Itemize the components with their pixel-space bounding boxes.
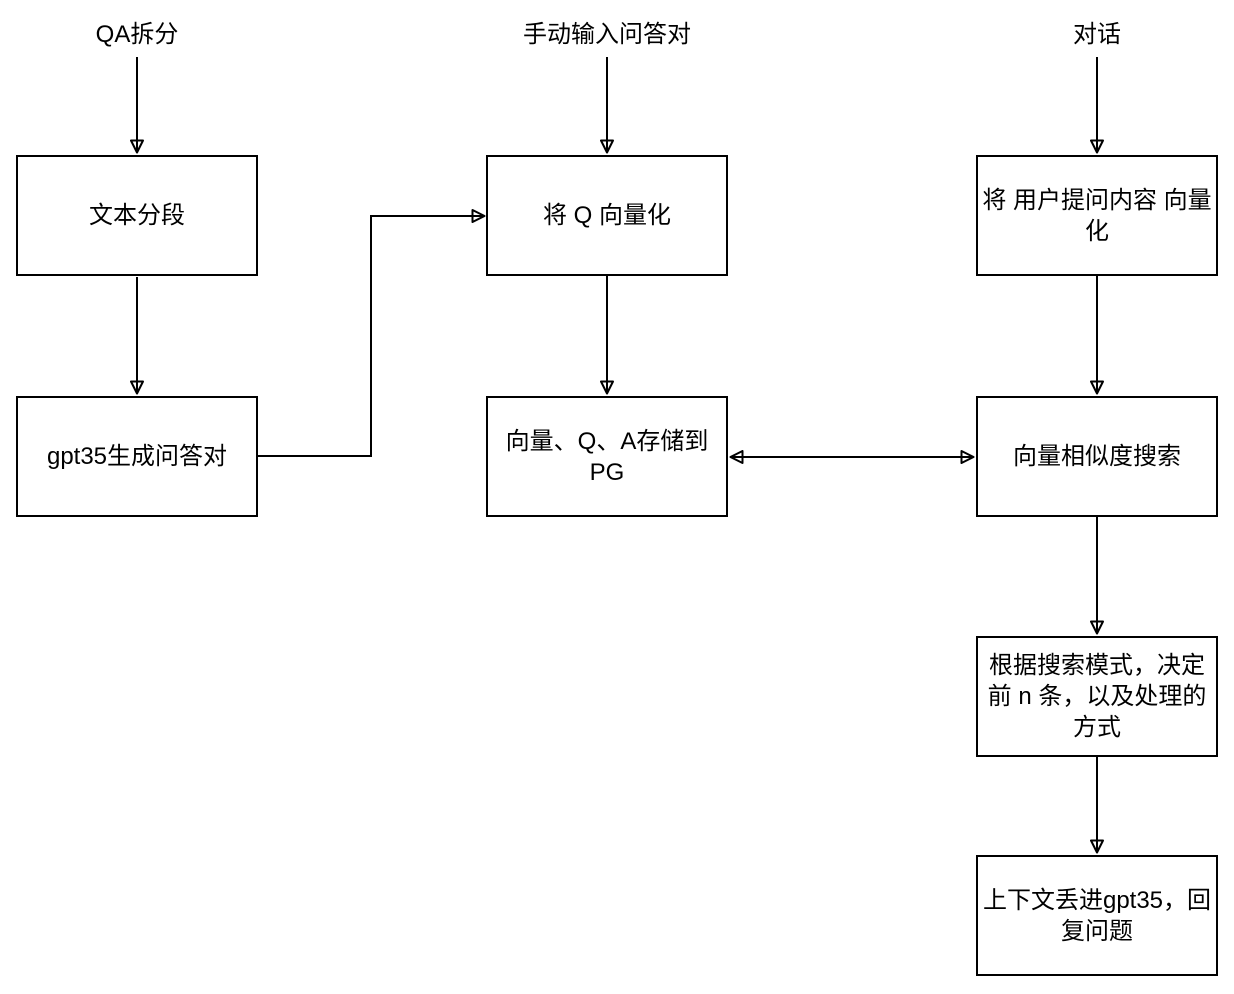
edge-gpt35-generate-qa-to-vectorize-q: [258, 209, 486, 457]
node-vectorize-user-question-label: 将 用户提问内容 向量化: [982, 186, 1212, 245]
node-store-to-pg: 向量、Q、A存储到 PG: [486, 396, 728, 517]
node-vector-similarity-search-label: 向量相似度搜索: [1013, 443, 1181, 470]
node-gpt35-generate-qa-label: gpt35生成问答对: [46, 443, 228, 470]
node-vectorize-q: 将 Q 向量化: [486, 155, 728, 276]
node-search-mode-decision-label: 根据搜索模式，决定前 n 条，以及处理的方式: [987, 652, 1207, 741]
entry-label-manual-qa-input: 手动输入问答对: [523, 21, 691, 48]
node-text-segmentation: 文本分段: [16, 155, 258, 276]
node-gpt35-generate-qa: gpt35生成问答对: [16, 396, 258, 517]
node-store-to-pg-label: 向量、Q、A存储到 PG: [505, 427, 709, 486]
node-gpt35-reply: 上下文丢进gpt35，回复问题: [976, 855, 1218, 976]
entry-label-qa-split: QA拆分: [95, 21, 179, 48]
entry-label-dialogue: 对话: [1073, 21, 1121, 48]
node-text-segmentation-label: 文本分段: [89, 202, 185, 229]
node-gpt35-reply-label: 上下文丢进gpt35，回复问题: [982, 886, 1212, 945]
node-vectorize-user-question: 将 用户提问内容 向量化: [976, 155, 1218, 276]
node-vectorize-q-label: 将 Q 向量化: [542, 202, 671, 229]
node-search-mode-decision: 根据搜索模式，决定前 n 条，以及处理的方式: [976, 636, 1218, 757]
node-vector-similarity-search: 向量相似度搜索: [976, 396, 1218, 517]
